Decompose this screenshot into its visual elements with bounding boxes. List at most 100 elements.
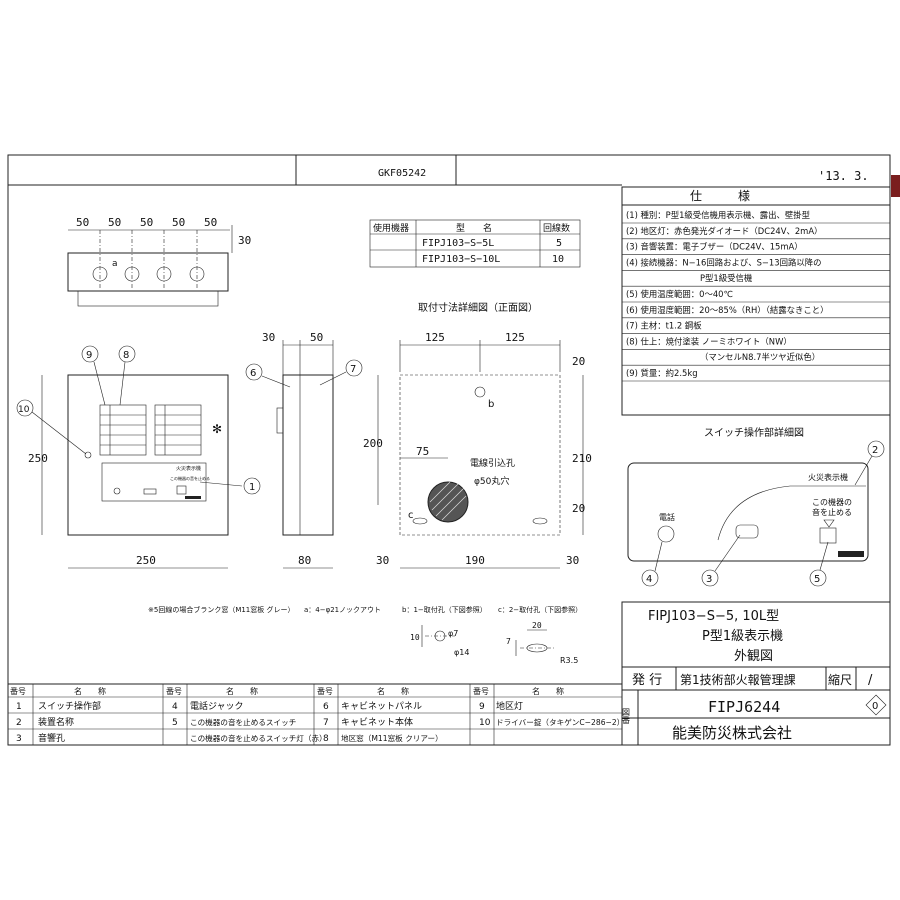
- parts-row-0-no-3: 9: [479, 702, 485, 712]
- model-row-0-count: 5: [556, 238, 562, 249]
- parts-row-0-name-0: スイッチ操作部: [38, 700, 101, 712]
- callout-6: 6: [245, 363, 291, 388]
- title-drawing-label: 図番: [622, 708, 631, 725]
- title-dept: 第1技術部火報管理課: [680, 672, 796, 687]
- svg-text:4: 4: [646, 574, 652, 585]
- spec-line-7: (7) 主材：t1.2 鋼板: [626, 321, 702, 331]
- model-row-1-count: 10: [552, 254, 564, 265]
- parts-header-name-2: 名 称: [377, 686, 409, 696]
- revision-diamond: [865, 694, 887, 716]
- front-view: 250 250 ✻ 火災表示機 この機器の音を止める: [28, 374, 243, 569]
- callout-8: 8: [118, 345, 136, 406]
- top-dim-5: 50: [204, 216, 217, 229]
- front-height-dim: 250: [28, 452, 48, 465]
- mount-dim-30a: 30: [376, 554, 389, 567]
- svg-text:5: 5: [814, 574, 820, 585]
- mount-dim-20a: 20: [572, 355, 585, 368]
- title-block: FIPJ103−S−5, 10L型 P型1級表示機 外観図 発 行 第1技術部火…: [621, 601, 891, 746]
- front-logo: [185, 496, 201, 499]
- note-hole-b: b：1−取付孔（下図参照）: [402, 605, 487, 614]
- spec-line-8: (8) 仕上：焼付塗装 ノーミホワイト（NW）: [626, 336, 792, 346]
- title-revision: 0: [872, 701, 878, 712]
- spec-table: 仕 様 (1) 種別：P型1級受信機用表示機、露出、壁掛型 (2) 地区灯：赤色発…: [621, 186, 891, 416]
- front-stop-switch: [176, 485, 187, 495]
- knockout-mark: a: [112, 259, 118, 269]
- parts-row-1-name-3: ドライバー錠（タキゲンC−286−2）: [496, 717, 624, 727]
- date-label: '13. 3.: [818, 169, 869, 183]
- switch-fire-label: 火災表示機: [808, 472, 848, 482]
- parts-header-name-3: 名 称: [532, 686, 564, 696]
- model-header-1: 型 名: [456, 222, 492, 234]
- switch-detail: スイッチ操作部詳細図 火災表示機 この機器の 音を止める 電話: [627, 426, 869, 562]
- zone-windows-left: [99, 404, 147, 456]
- mount-detail: 取付寸法詳細図（正面図） 125 125 200 20 210 20 30 19…: [363, 301, 592, 569]
- parts-row-1-no-3: 10: [479, 718, 491, 728]
- driver-lock: [84, 451, 92, 459]
- mount-dim-125a: 125: [425, 331, 445, 344]
- switch-sound-slot: [735, 524, 759, 539]
- parts-header-no-3: 番号: [473, 686, 489, 696]
- side-view: 30 50 80: [262, 331, 334, 569]
- switch-stop-label-1: この機器の: [812, 497, 852, 507]
- title-scale-label: 縮尺: [828, 672, 852, 687]
- side-tab: [891, 175, 900, 197]
- title-scale-value: /: [868, 673, 873, 688]
- callout-10: 10: [16, 399, 87, 455]
- top-dim-3: 50: [140, 216, 153, 229]
- parts-row-1-no-0: 2: [16, 718, 22, 728]
- mount-label-b: b: [488, 399, 494, 410]
- mount-title: 取付寸法詳細図（正面図）: [418, 301, 538, 314]
- spec-title: 仕 様: [690, 189, 750, 203]
- callouts: 9 8 10 6 7 1 2 4 3 5: [16, 345, 885, 587]
- switch-stop-label-2: 音を止める: [812, 507, 852, 517]
- switch-led-triangle: [823, 519, 835, 528]
- parts-row-1-name-1: この機器の音を止めるスイッチ: [190, 717, 296, 727]
- note-hole-c: c：2−取付孔（下図参照）: [498, 605, 582, 614]
- zone-windows-right: [154, 404, 202, 456]
- detail-b-phi7: φ7: [448, 629, 458, 638]
- switch-detail-title: スイッチ操作部詳細図: [704, 426, 804, 439]
- spec-line-6: (6) 使用湿度範囲：20〜85%（RH）（結露なきこと）: [626, 305, 828, 315]
- parts-row-0-name-3: 地区灯: [496, 700, 523, 712]
- parts-row-0-no-1: 4: [172, 702, 178, 712]
- mount-hole-c-left: [412, 517, 428, 525]
- switch-tel-jack: [657, 525, 675, 543]
- detail-b-dim-10: 10: [410, 633, 420, 642]
- svg-text:7: 7: [350, 364, 356, 375]
- switch-stop-button: [819, 527, 837, 544]
- model-header-0: 使用機器: [373, 222, 409, 234]
- mount-dim-200: 200: [363, 437, 383, 450]
- parts-row-2-name-2: 地区窓（M11窓板 クリアー）: [341, 733, 443, 743]
- notes: ※5回線の場合ブランク窓（M11窓板 グレー） a：4−φ21ノックアウト b：…: [148, 605, 582, 665]
- parts-row-0-name-1: 電話ジャック: [190, 700, 244, 712]
- callout-2: 2: [854, 440, 885, 486]
- title-issue-label: 発 行: [632, 673, 662, 688]
- svg-text:2: 2: [872, 445, 878, 456]
- spec-line-0: (1) 種別：P型1級受信機用表示機、露出、壁掛型: [626, 210, 810, 220]
- title-model: FIPJ103−S−5, 10L型: [648, 609, 779, 624]
- note-knockout: a：4−φ21ノックアウト: [304, 606, 381, 614]
- parts-header-name-1: 名 称: [226, 686, 258, 696]
- side-width-dim: 80: [298, 554, 311, 567]
- parts-row-2-name-1: この機器の音を止めるスイッチ灯（赤）: [190, 733, 327, 743]
- spec-line-1: (2) 地区灯：赤色発光ダイオード（DC24V、2mA）: [626, 226, 822, 236]
- model-table: 使用機器 型 名 回線数 FIPJ103−S−5L 5 FIPJ103−S−10…: [369, 219, 581, 268]
- svg-text:6: 6: [250, 368, 256, 379]
- svg-text:10: 10: [18, 405, 30, 415]
- parts-row-1-name-2: キャビネット本体: [341, 716, 413, 728]
- svg-text:1: 1: [249, 482, 255, 493]
- svg-text:8: 8: [123, 350, 129, 361]
- svg-text:9: 9: [86, 350, 92, 361]
- spec-line-2: (3) 音響装置：電子ブザー（DC24V、15mA）: [626, 242, 803, 252]
- parts-row-0-name-2: キャビネットパネル: [341, 701, 422, 712]
- title-company: 能美防災株式会社: [672, 724, 792, 742]
- parts-header-name-0: 名 称: [74, 686, 106, 696]
- title-drawing-no: FIPJ6244: [708, 698, 780, 716]
- top-view: 50 50 50 50 50 30 a: [67, 216, 251, 307]
- parts-header-no-2: 番号: [317, 686, 333, 696]
- callout-9: 9: [81, 345, 106, 406]
- parts-row-1-name-0: 装置名称: [38, 716, 74, 728]
- side-dim-50: 50: [310, 331, 323, 344]
